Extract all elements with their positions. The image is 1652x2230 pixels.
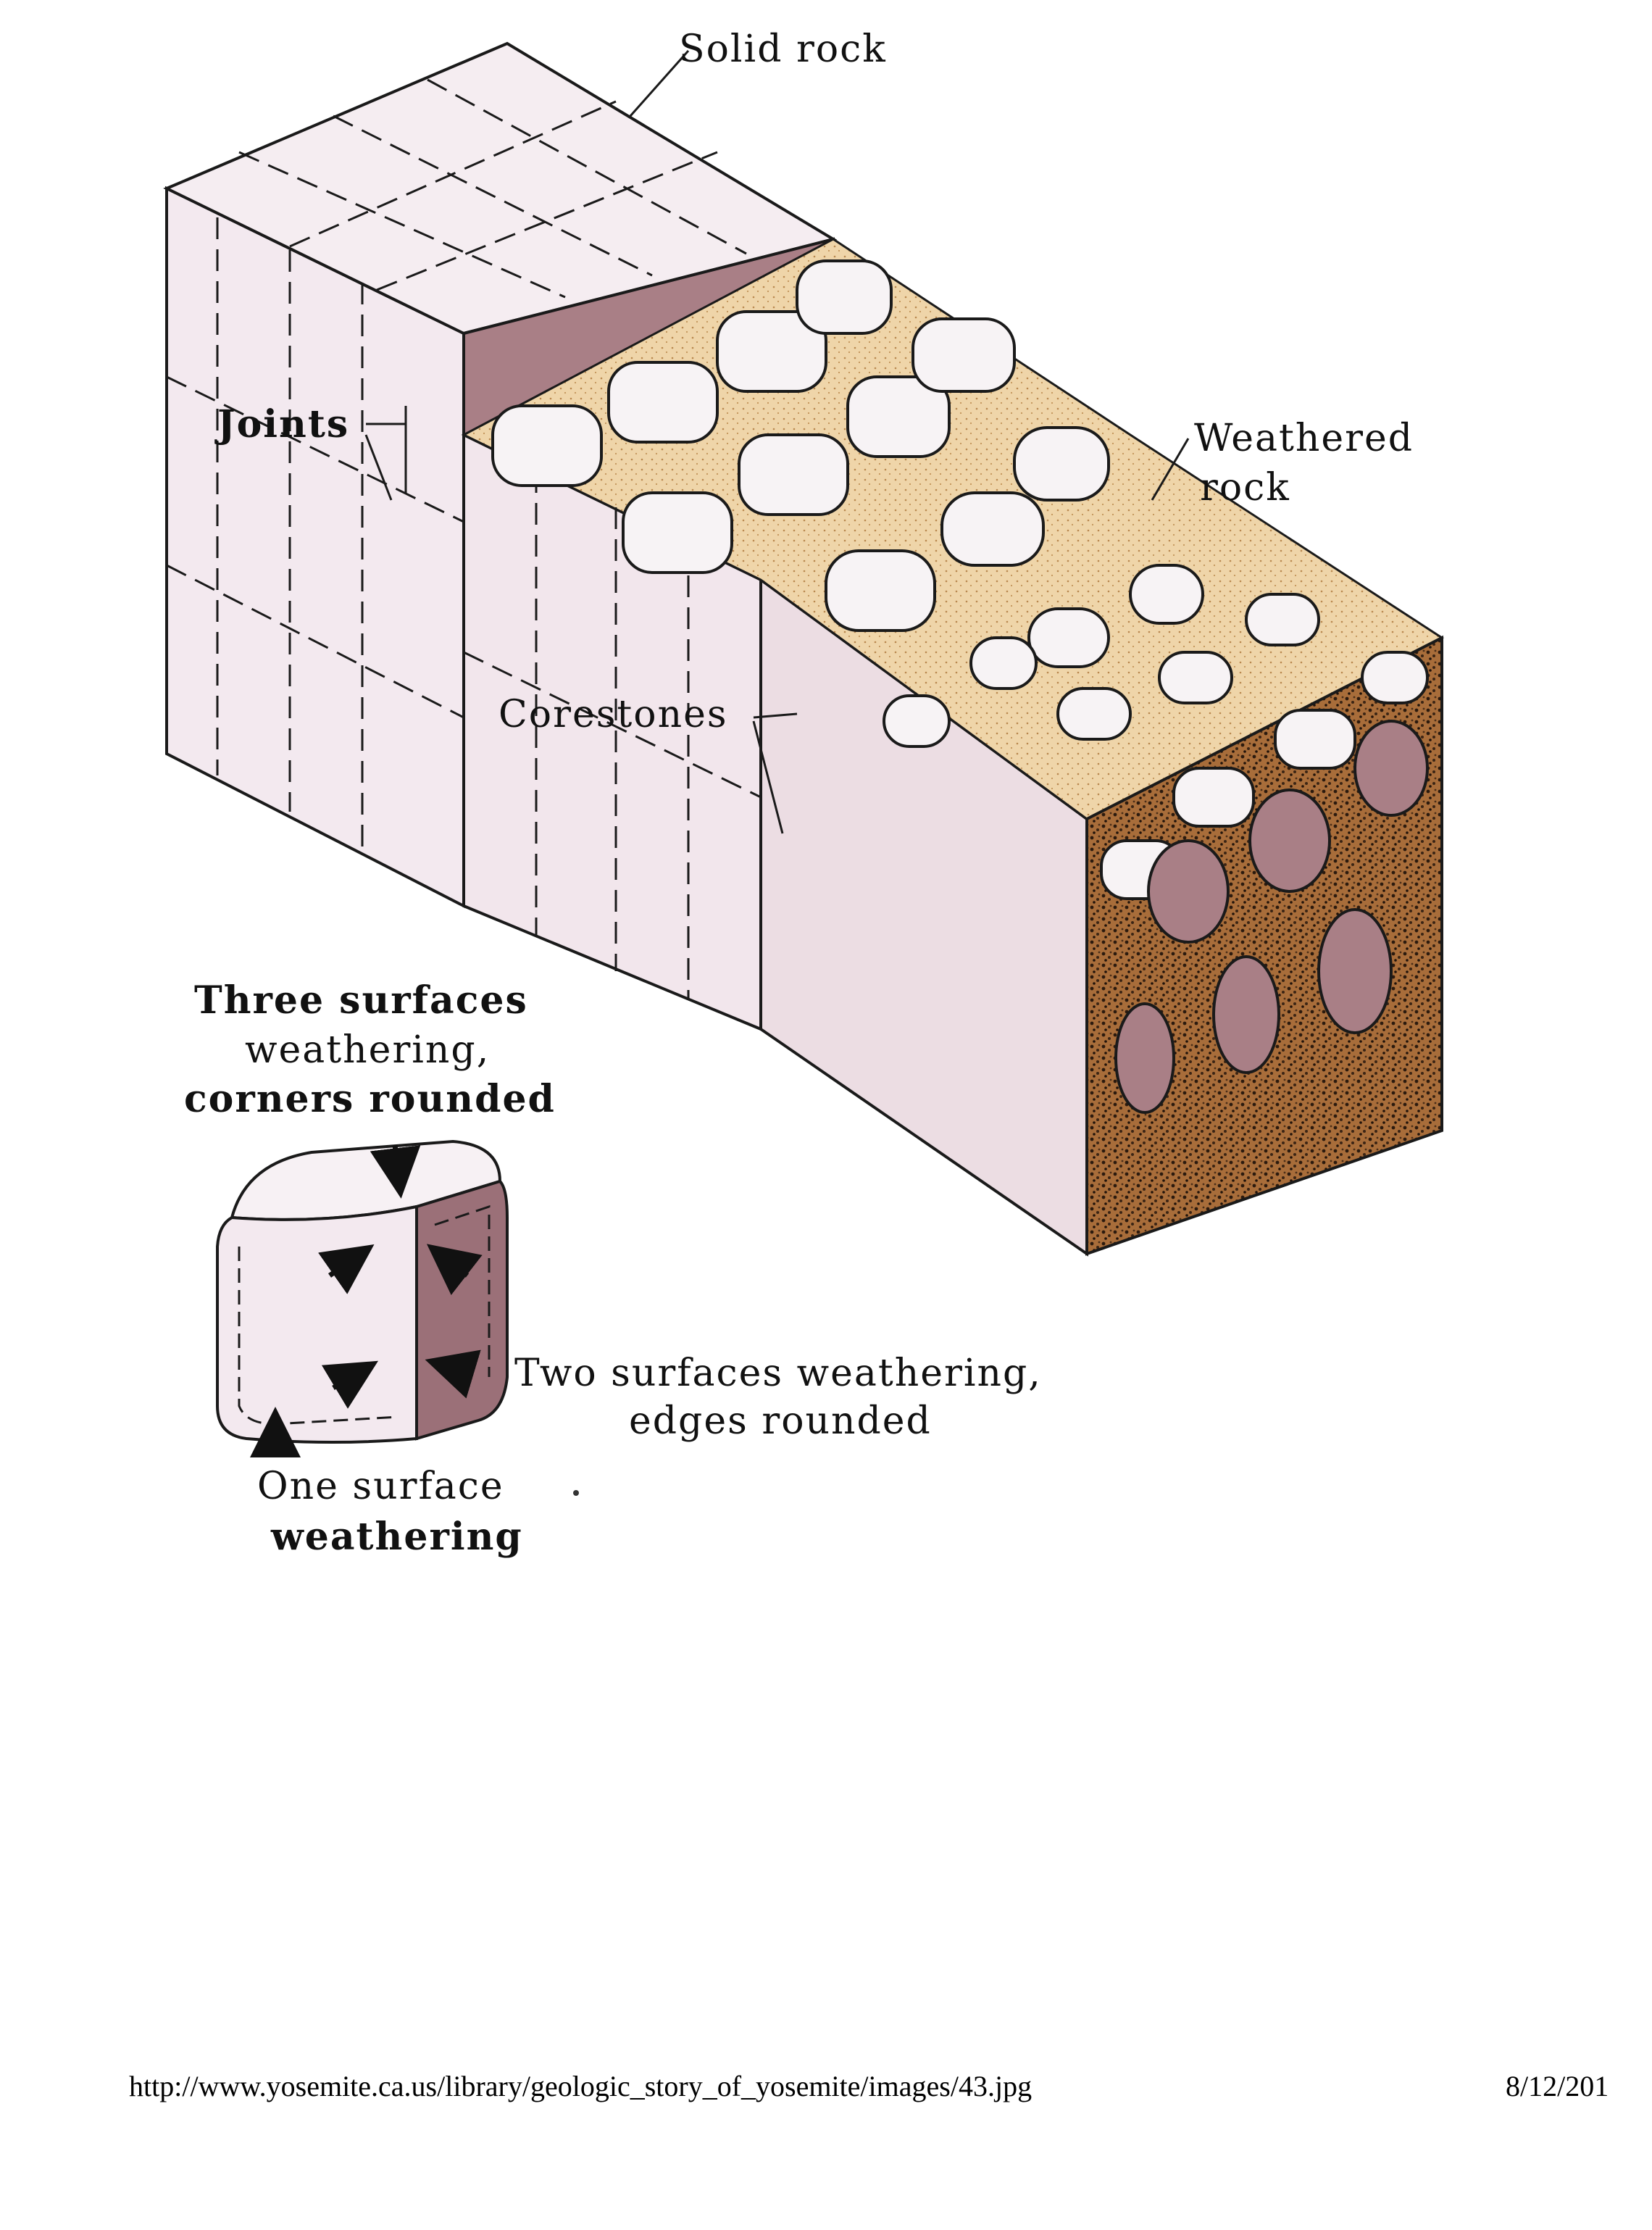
main-rock-block [163,41,1444,1257]
label-one-surface-line1: One surface [257,1465,504,1508]
joint-lines [166,78,762,1000]
label-weathered-rock-line1: Weathered [1194,417,1414,460]
label-two-surfaces-line1: Two surfaces weathering, [514,1352,1042,1395]
label-one-surface-line2: weathering [271,1515,523,1559]
cube-right-face [415,1179,509,1441]
label-weathered-rock-line2: rock [1200,466,1290,509]
label-solid-rock: Solid rock [679,28,887,71]
cube-front-face [216,1205,418,1444]
source-url[interactable]: http://www.yosemite.ca.us/library/geolog… [129,2070,1032,2102]
print-date: 8/12/201 [1506,2070,1609,2102]
inset-arrows [250,1144,483,1457]
label-three-surfaces-line3: corners rounded [184,1077,556,1121]
leader-lines [364,50,1190,834]
label-joints: Joints [217,402,350,446]
front-corestones [1114,720,1429,1114]
corestones-group [491,259,1429,900]
label-two-surfaces-line2: edges rounded [629,1399,932,1443]
weathered-cube-inset [216,1139,509,1444]
label-corestones: Corestones [498,693,728,736]
label-three-surfaces-line1: Three surfaces [194,978,528,1023]
label-three-surfaces-line2: weathering, [245,1028,491,1072]
